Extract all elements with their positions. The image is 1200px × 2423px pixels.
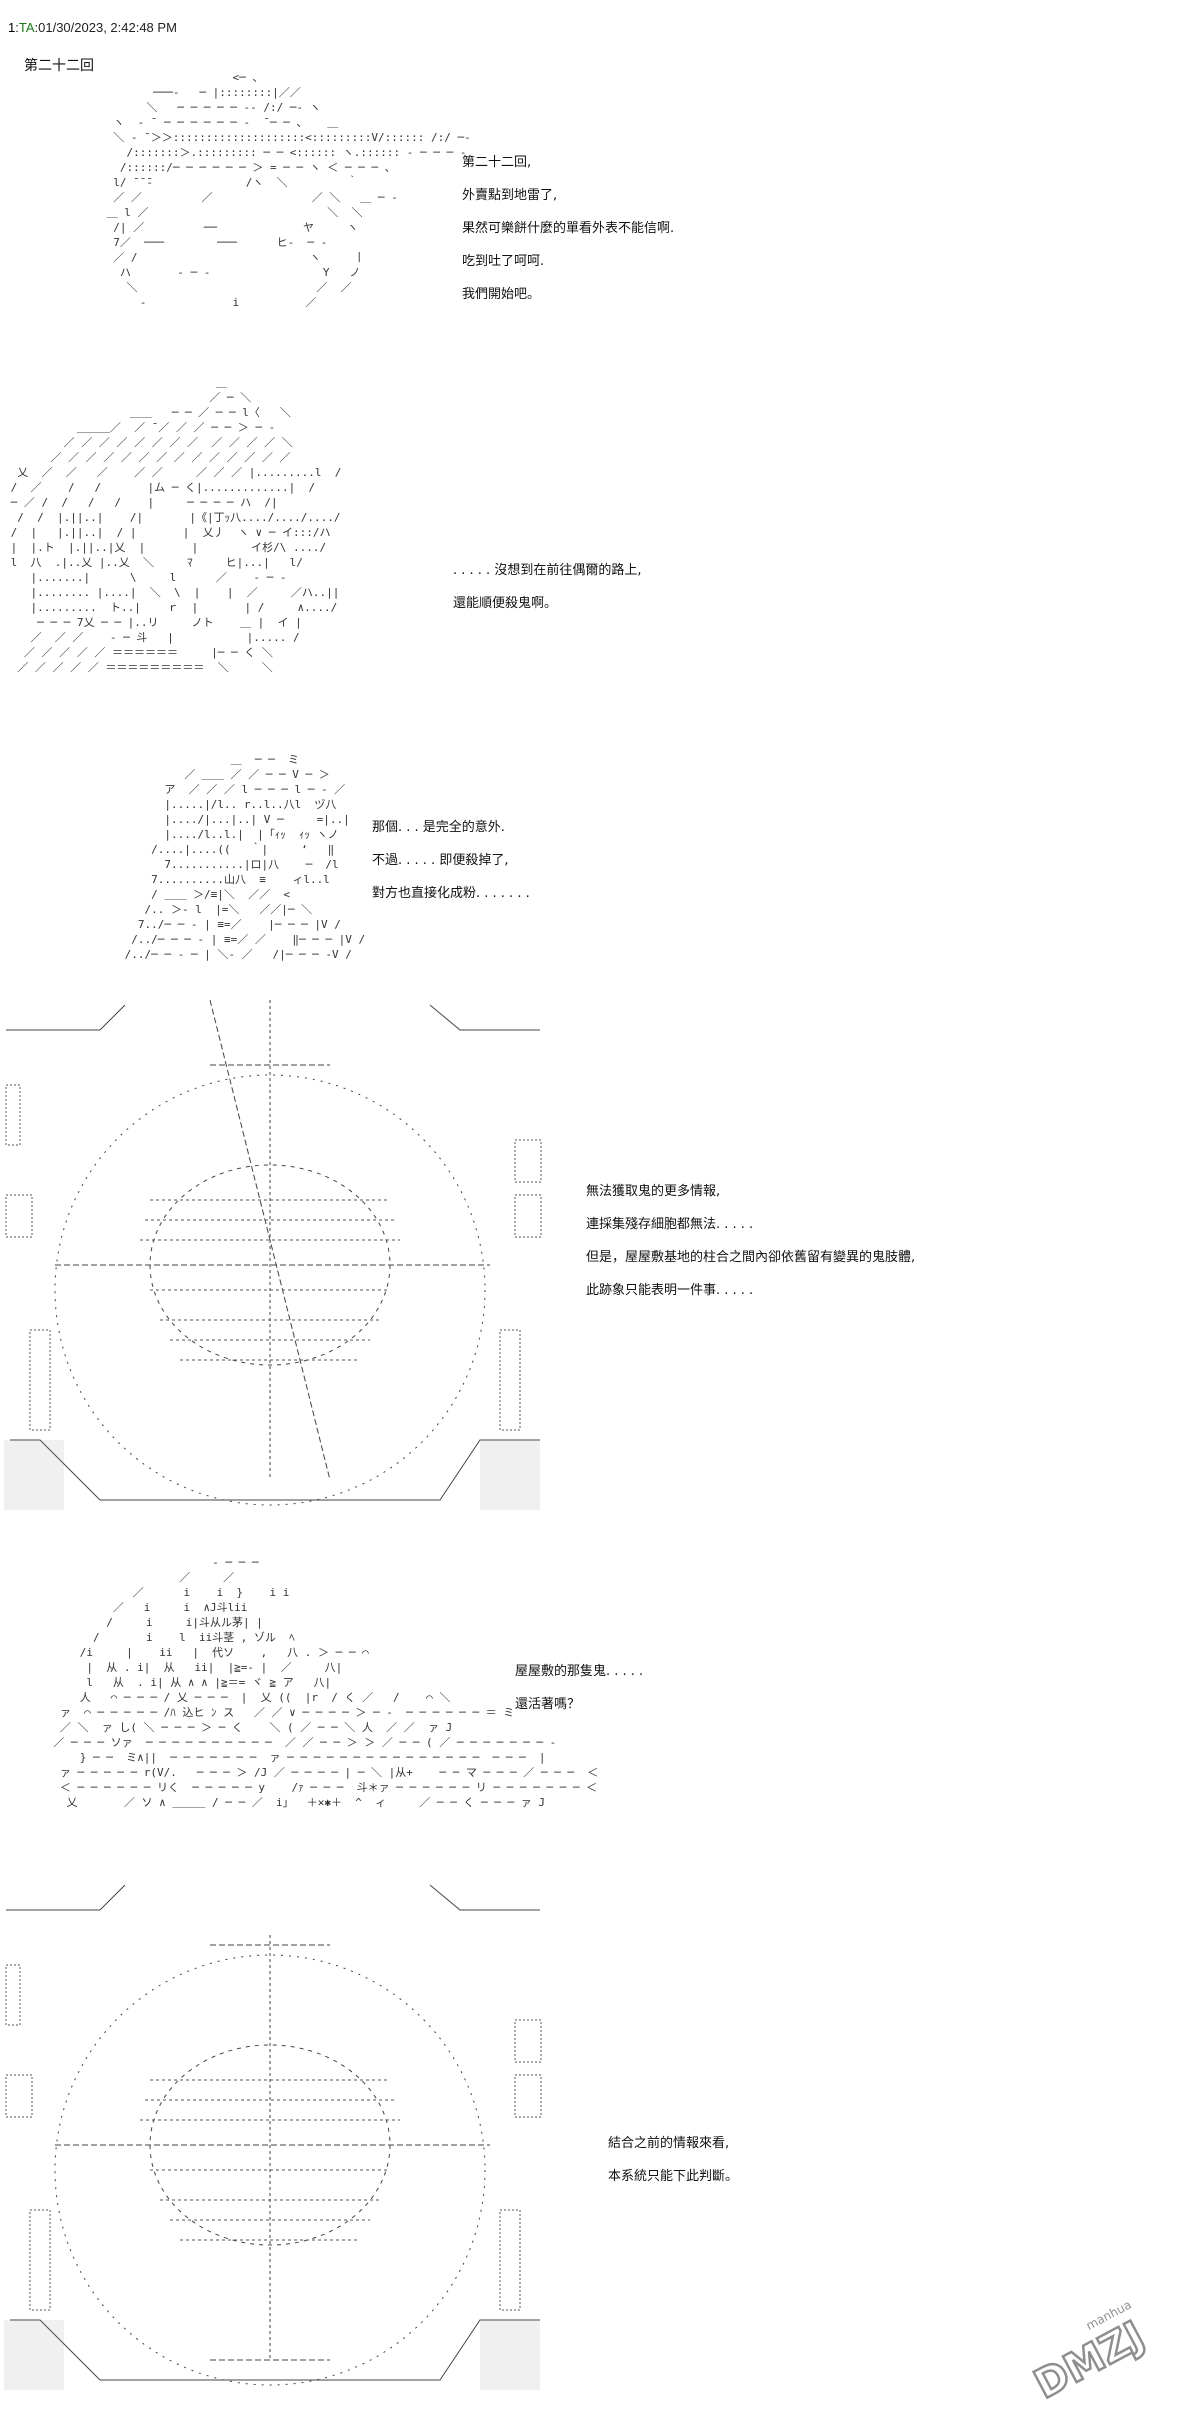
dialog-line: 結合之前的情報來看,: [608, 2136, 730, 2151]
dmzj-watermark-logo: DMZJ manhua: [1026, 2297, 1153, 2403]
dialog-line: 連採集殘存細胞都無法. . . . .: [586, 1217, 754, 1232]
dialog-panel-6: 結合之前的情報來看, 本系統只能下此判斷。: [608, 2127, 738, 2193]
dialog-line: . . . . . 沒想到在前往偶爾的路上,: [453, 563, 642, 578]
ascii-art-creature: ‐ ─ ─ ─ ／ ／ ／ i i } i i ／ i i ∧J斗lii / i…: [53, 1556, 599, 1809]
dialog-line: 外賣點到地雷了,: [462, 188, 558, 203]
dialog-line: 第二十二回,: [462, 155, 532, 170]
ascii-art-face: <─ 、 ───‐ ─ |::::::::|／／ ＼ ─ ─ ─ ─ ─ -‐ …: [106, 71, 471, 309]
dialog-line: 還活著嗎？: [515, 1697, 581, 1712]
ascii-art-hooded-figure: ＿ ／ ─ ＼ ＿＿ ─ ─ ／ ─ ─ l〈 ＼ ＿＿＿／ ／ ̄ ／ ／ ／…: [10, 376, 342, 674]
dialog-line: 還能順便殺鬼啊。: [453, 596, 558, 611]
dialog-line: 本系統只能下此判斷。: [608, 2169, 739, 2184]
scope-display-bottom: [4, 1884, 542, 2390]
dialog-line: 不過. . . . . 即便殺掉了,: [372, 853, 509, 868]
dialog-line: 吃到吐了呵呵.: [462, 254, 545, 269]
dialog-line: 對方也直接化成粉. . . . . . .: [372, 886, 530, 901]
post-header: 1:TA:01/30/2023, 2:42:48 PM: [8, 20, 177, 35]
poster-name[interactable]: TA: [18, 20, 35, 35]
dialog-line: 此跡象只能表明一件事. . . . .: [586, 1283, 754, 1298]
post-number: 1: [8, 20, 16, 35]
dialog-line: 那個. . . 是完全的意外.: [372, 820, 505, 835]
dialog-panel-4: 無法獲取鬼的更多情報, 連採集殘存細胞都無法. . . . . 但是，屋屋敷基地…: [586, 1175, 915, 1307]
dialog-panel-3: 那個. . . 是完全的意外. 不過. . . . . 即便殺掉了, 對方也直接…: [372, 811, 530, 910]
dialog-line: 屋屋敷的那隻鬼. . . . .: [515, 1664, 644, 1679]
dialog-line: 我們開始吧。: [462, 287, 541, 302]
dialog-line: 但是，屋屋敷基地的柱合之間內卻依舊留有變異的鬼肢體,: [586, 1250, 916, 1265]
dialog-panel-5: 屋屋敷的那隻鬼. . . . . 還活著嗎？: [515, 1655, 643, 1721]
post-timestamp: :01/30/2023, 2:42:48 PM: [34, 20, 177, 35]
ascii-art-figure: ＿ ─ ─ ミ ／ ＿＿ ／ ／ ─ ─ V ─ ＞ ア ／ ／ ／ l ─ ─…: [124, 753, 366, 961]
dialog-panel-2: . . . . . 沒想到在前往偶爾的路上, 還能順便殺鬼啊。: [453, 554, 641, 620]
dialog-line: 果然可樂餅什麼的單看外表不能信啊.: [462, 221, 675, 236]
chapter-title: 第二十二回: [24, 58, 94, 74]
dialog-line: 無法獲取鬼的更多情報,: [586, 1184, 721, 1199]
scope-display-top: [4, 1000, 542, 1510]
dialog-panel-1: 第二十二回, 外賣點到地雷了, 果然可樂餅什麼的單看外表不能信啊. 吃到吐了呵呵…: [462, 146, 674, 311]
